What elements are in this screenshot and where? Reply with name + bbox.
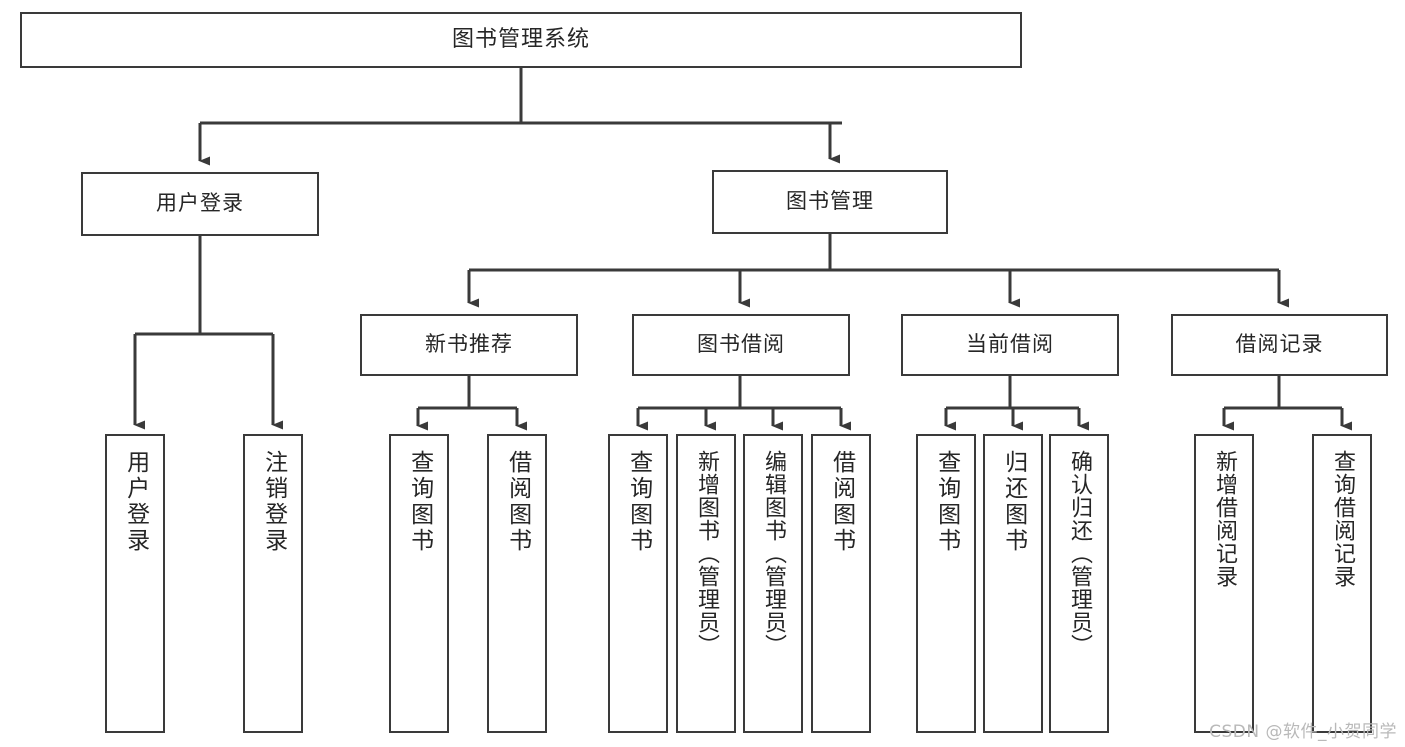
leaf-add-book-admin[interactable]: 新增图书（管理员）	[676, 434, 736, 733]
node-new-book-recommend[interactable]: 新书推荐	[360, 314, 578, 376]
node-label: 图书管理系统	[451, 26, 590, 52]
leaf-return-book[interactable]: 归还图书	[983, 434, 1043, 733]
node-label: 当前借阅	[966, 332, 1054, 357]
leaf-edit-book-admin[interactable]: 编辑图书（管理员）	[743, 434, 803, 733]
node-label: 新增图书（管理员）	[693, 450, 719, 657]
leaf-query-book-current[interactable]: 查询图书	[916, 434, 976, 733]
node-label: 用户登录	[156, 191, 244, 216]
node-label: 确认归还（管理员）	[1066, 450, 1092, 657]
node-label: 新书推荐	[425, 332, 513, 357]
leaf-add-borrow-record[interactable]: 新增借阅记录	[1194, 434, 1254, 733]
node-label: 借阅记录	[1235, 332, 1324, 357]
node-label: 查询借阅记录	[1329, 450, 1355, 588]
csdn-watermark: CSDN @软件_小贺同学	[1209, 722, 1397, 742]
node-label: 查询图书	[406, 450, 433, 554]
node-label: 查询图书	[933, 450, 960, 554]
node-current-borrow[interactable]: 当前借阅	[901, 314, 1119, 376]
node-label: 编辑图书（管理员）	[760, 450, 786, 657]
leaf-query-book-recommend[interactable]: 查询图书	[389, 434, 449, 733]
node-label: 用户登录	[122, 450, 149, 554]
node-label: 查询图书	[625, 450, 652, 554]
node-label: 图书借阅	[697, 332, 785, 357]
leaf-confirm-return-admin[interactable]: 确认归还（管理员）	[1049, 434, 1109, 733]
node-label: 注销登录	[260, 450, 287, 554]
node-borrow-record[interactable]: 借阅记录	[1171, 314, 1388, 376]
leaf-user-login[interactable]: 用户登录	[105, 434, 165, 733]
leaf-query-book-borrow[interactable]: 查询图书	[608, 434, 668, 733]
node-label: 借阅图书	[504, 450, 531, 554]
node-user-login[interactable]: 用户登录	[81, 172, 319, 236]
node-label: 借阅图书	[828, 450, 855, 554]
leaf-query-borrow-record[interactable]: 查询借阅记录	[1312, 434, 1372, 733]
node-label: 新增借阅记录	[1211, 450, 1237, 588]
leaf-user-logout[interactable]: 注销登录	[243, 434, 303, 733]
node-book-management[interactable]: 图书管理	[712, 170, 948, 234]
node-label: 图书管理	[786, 189, 874, 214]
node-root-book-management-system[interactable]: 图书管理系统	[20, 12, 1022, 68]
leaf-borrow-book-borrow[interactable]: 借阅图书	[811, 434, 871, 733]
node-label: 归还图书	[1000, 450, 1027, 554]
node-book-borrow[interactable]: 图书借阅	[632, 314, 850, 376]
leaf-borrow-book-recommend[interactable]: 借阅图书	[487, 434, 547, 733]
